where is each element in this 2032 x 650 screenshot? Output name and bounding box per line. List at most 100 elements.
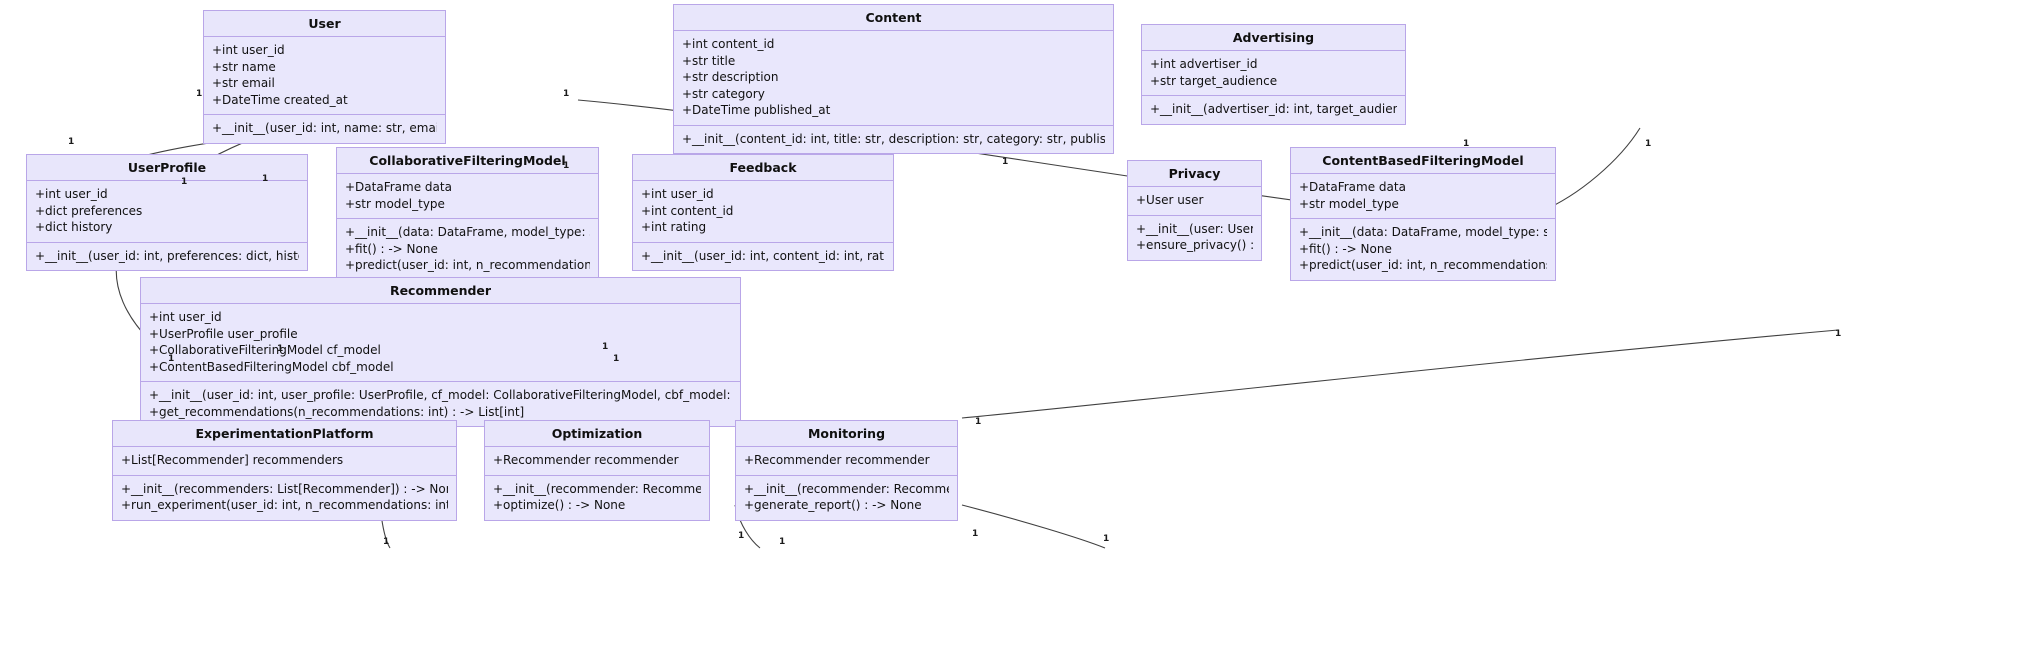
- method-row: +__init__(recommenders: List[Recommender…: [121, 481, 448, 496]
- class-title: Recommender: [141, 278, 740, 304]
- method-row: +__init__(user: User) : -> None: [1136, 221, 1253, 236]
- class-attributes: +Recommender recommender: [736, 447, 957, 476]
- class-methods: +__init__(recommenders: List[Recommender…: [113, 475, 456, 520]
- class-attributes: +int user_id +dict preferences +dict his…: [27, 181, 307, 243]
- class-title: Content: [674, 5, 1113, 31]
- class-title: Feedback: [633, 155, 893, 181]
- method-row: +__init__(advertiser_id: int, target_aud…: [1150, 102, 1397, 116]
- attribute-row: +ContentBasedFilteringModel cbf_model: [149, 359, 394, 374]
- attribute-row: +int user_id: [35, 187, 108, 201]
- attribute-row: +int user_id: [641, 187, 714, 201]
- method-row: +__init__(user_id: int, content_id: int,…: [641, 248, 885, 263]
- multiplicity-label: 1: [262, 174, 269, 184]
- method-row: +__init__(user_id: int, name: str, email…: [212, 121, 437, 135]
- attribute-row: +CollaborativeFilteringModel cf_model: [149, 343, 381, 357]
- class-title: Privacy: [1128, 161, 1261, 187]
- multiplicity-label: 1: [563, 161, 570, 171]
- uml-class-user[interactable]: User +int user_id +str name +str email +…: [203, 10, 446, 144]
- uml-class-experimentationplatform[interactable]: ExperimentationPlatform +List[Recommende…: [112, 420, 457, 521]
- attribute-row: +UserProfile user_profile: [149, 326, 298, 341]
- uml-class-monitoring[interactable]: Monitoring +Recommender recommender +__i…: [735, 420, 958, 521]
- class-methods: +__init__(user_id: int, content_id: int,…: [633, 242, 893, 270]
- uml-class-userprofile[interactable]: UserProfile +int user_id +dict preferenc…: [26, 154, 308, 271]
- class-title: Optimization: [485, 421, 709, 447]
- class-attributes: +User user: [1128, 187, 1261, 216]
- class-title: ContentBasedFilteringModel: [1291, 148, 1555, 174]
- method-row: +__init__(user_id: int, user_profile: Us…: [149, 388, 732, 402]
- attribute-row: +dict preferences: [35, 203, 143, 218]
- attribute-row: +int user_id: [149, 310, 222, 324]
- uml-class-contentbasedfilteringmodel[interactable]: ContentBasedFilteringModel +DataFrame da…: [1290, 147, 1556, 281]
- attribute-row: +Recommender recommender: [493, 453, 679, 467]
- class-methods: +__init__(user_id: int, user_profile: Us…: [141, 382, 740, 426]
- multiplicity-label: 1: [1645, 139, 1652, 149]
- class-methods: +__init__(user_id: int, preferences: dic…: [27, 242, 307, 270]
- class-attributes: +DataFrame data +str model_type: [337, 174, 598, 219]
- class-attributes: +int user_id +int content_id +int rating: [633, 181, 893, 243]
- attribute-row: +str model_type: [345, 196, 445, 211]
- class-title: CollaborativeFilteringModel: [337, 148, 598, 174]
- class-methods: +__init__(data: DataFrame, model_type: s…: [337, 219, 598, 280]
- uml-class-privacy[interactable]: Privacy +User user +__init__(user: User)…: [1127, 160, 1262, 261]
- method-row: +__init__(data: DataFrame, model_type: s…: [345, 225, 590, 239]
- attribute-row: +DateTime published_at: [682, 103, 831, 117]
- uml-class-advertising[interactable]: Advertising +int advertiser_id +str targ…: [1141, 24, 1406, 125]
- multiplicity-label: 1: [738, 531, 745, 541]
- attribute-row: +dict history: [35, 220, 113, 234]
- class-methods: +__init__(recommender: Recommender) : ->…: [736, 475, 957, 520]
- class-methods: +__init__(user_id: int, name: str, email…: [204, 115, 445, 143]
- method-row: +fit() : -> None: [345, 241, 438, 256]
- attribute-row: +int user_id: [212, 43, 285, 57]
- attribute-row: +int rating: [641, 220, 707, 234]
- method-row: +predict(user_id: int, n_recommendations…: [1299, 258, 1547, 272]
- method-row: +__init__(recommender: Recommender) : ->…: [493, 481, 701, 496]
- class-methods: +__init__(data: DataFrame, model_type: s…: [1291, 219, 1555, 280]
- method-row: +predict(user_id: int, n_recommendations…: [345, 258, 590, 272]
- method-row: +fit() : -> None: [1299, 241, 1392, 256]
- attribute-row: +str description: [682, 70, 779, 84]
- multiplicity-label: 1: [1835, 329, 1842, 339]
- method-row: +__init__(data: DataFrame, model_type: s…: [1299, 225, 1547, 239]
- attribute-row: +str category: [682, 86, 765, 101]
- class-title: User: [204, 11, 445, 37]
- attribute-row: +DateTime created_at: [212, 92, 348, 107]
- multiplicity-label: 1: [975, 417, 982, 427]
- multiplicity-label: 1: [972, 529, 979, 539]
- uml-class-collaborativefilteringmodel[interactable]: CollaborativeFilteringModel +DataFrame d…: [336, 147, 599, 281]
- method-row: +run_experiment(user_id: int, n_recommen…: [121, 498, 448, 512]
- class-methods: +__init__(content_id: int, title: str, d…: [674, 125, 1113, 153]
- attribute-row: +str title: [682, 53, 736, 68]
- multiplicity-label: 1: [1103, 534, 1110, 544]
- multiplicity-label: 1: [602, 342, 609, 352]
- class-methods: +__init__(user: User) : -> None +ensure_…: [1128, 215, 1261, 260]
- class-attributes: +int content_id +str title +str descript…: [674, 31, 1113, 126]
- class-title: ExperimentationPlatform: [113, 421, 456, 447]
- uml-class-feedback[interactable]: Feedback +int user_id +int content_id +i…: [632, 154, 894, 271]
- multiplicity-label: 1: [613, 354, 620, 364]
- class-title: UserProfile: [27, 155, 307, 181]
- multiplicity-label: 1: [168, 354, 175, 364]
- uml-class-optimization[interactable]: Optimization +Recommender recommender +_…: [484, 420, 710, 521]
- class-attributes: +Recommender recommender: [485, 447, 709, 476]
- class-attributes: +int user_id +str name +str email +DateT…: [204, 37, 445, 115]
- attribute-row: +str name: [212, 59, 276, 74]
- method-row: +__init__(recommender: Recommender) : ->…: [744, 481, 949, 496]
- multiplicity-label: 1: [196, 89, 203, 99]
- class-title: Advertising: [1142, 25, 1405, 51]
- attribute-row: +str email: [212, 76, 275, 90]
- class-attributes: +DataFrame data +str model_type: [1291, 174, 1555, 219]
- edge-recommender-monitoring: [961, 504, 1106, 549]
- class-methods: +__init__(advertiser_id: int, target_aud…: [1142, 96, 1405, 124]
- multiplicity-label: 1: [1002, 157, 1009, 167]
- class-methods: +__init__(recommender: Recommender) : ->…: [485, 475, 709, 520]
- uml-class-recommender[interactable]: Recommender +int user_id +UserProfile us…: [140, 277, 741, 427]
- attribute-row: +User user: [1136, 193, 1204, 207]
- attribute-row: +str target_audience: [1150, 73, 1278, 88]
- multiplicity-label: 1: [68, 137, 75, 147]
- method-row: +__init__(user_id: int, preferences: dic…: [35, 248, 299, 263]
- multiplicity-label: 1: [563, 89, 570, 99]
- attribute-row: +str model_type: [1299, 196, 1399, 211]
- class-attributes: +int user_id +UserProfile user_profile +…: [141, 304, 740, 382]
- uml-class-content[interactable]: Content +int content_id +str title +str …: [673, 4, 1114, 154]
